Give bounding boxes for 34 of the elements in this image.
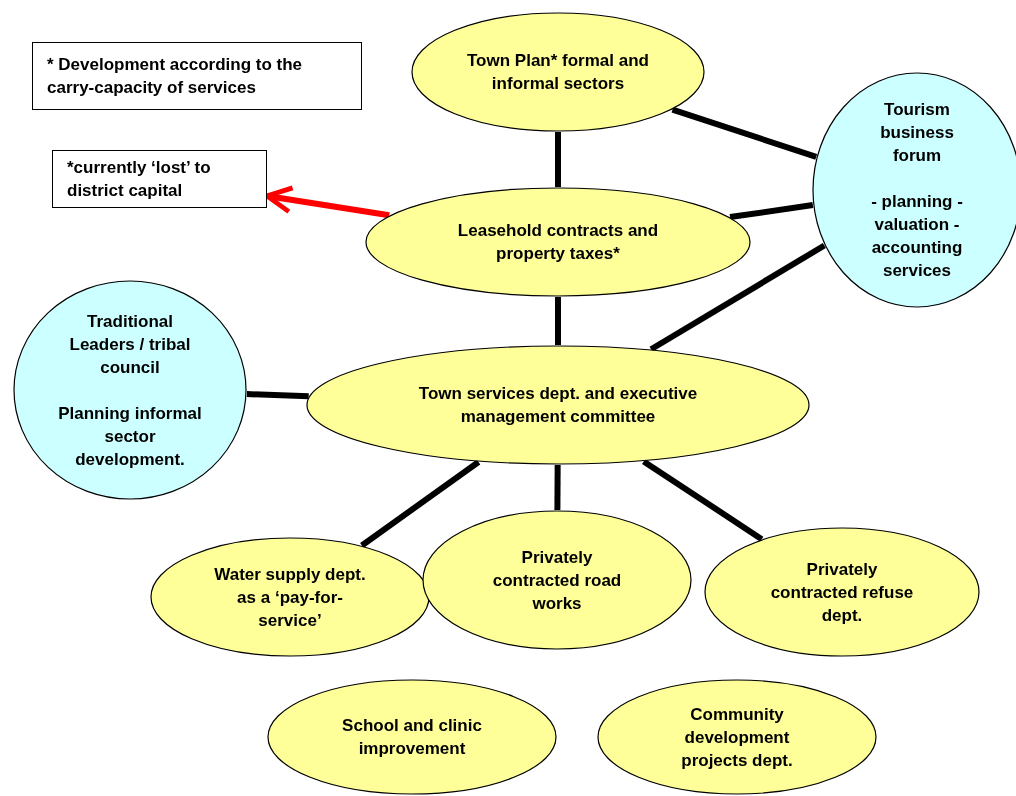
connector-line xyxy=(555,297,561,345)
ellipse-node xyxy=(365,187,751,297)
node-text: Tourism business forum xyxy=(879,99,955,167)
node-text: Privately contracted refuse dept. xyxy=(769,558,915,627)
ellipse-node xyxy=(267,679,557,795)
ellipse-node xyxy=(306,345,810,465)
node-text: Traditional Leaders / tribal council xyxy=(68,310,192,379)
connector-line xyxy=(671,106,818,160)
connector-line xyxy=(360,459,481,548)
connector-line xyxy=(246,391,309,400)
node-text: - planning - valuation - accounting services xyxy=(870,191,964,282)
node-text: Planning informal sector development. xyxy=(57,402,203,471)
node-text: Leasehold contracts and property taxes* xyxy=(456,220,660,265)
note-box xyxy=(52,150,267,208)
connector-line xyxy=(554,464,561,511)
ellipse-node xyxy=(597,679,877,795)
note-box xyxy=(32,42,362,110)
node-text: *currently ‘lost’ to district capital xyxy=(67,157,212,202)
connector-line xyxy=(555,132,561,187)
node-text: Privately contracted road works xyxy=(492,546,622,615)
ellipse-node xyxy=(422,510,692,650)
connector-line xyxy=(729,202,814,221)
ellipse-node xyxy=(704,527,980,657)
node-text: Town services dept. and executive management committee xyxy=(418,383,698,428)
node-text: Community development projects dept. xyxy=(680,703,794,772)
node-text: Water supply dept. as a ‘pay-for-service’ xyxy=(213,563,367,632)
node-text: * Development according to the carry-capacity of services xyxy=(47,54,304,99)
ellipse-node xyxy=(411,12,705,132)
node-text: School and clinic improvement xyxy=(341,715,483,760)
connector-line xyxy=(649,242,826,352)
ellipse-node xyxy=(150,537,430,657)
node-text: Town Plan* formal and informal sectors xyxy=(466,50,650,95)
ellipse-node xyxy=(13,280,247,500)
connector-line xyxy=(642,458,764,542)
